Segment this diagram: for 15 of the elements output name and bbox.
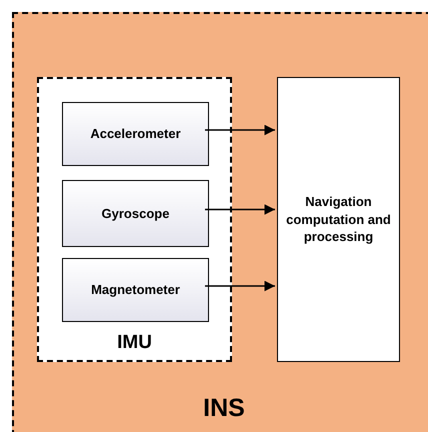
group-title: IMU [117, 332, 152, 354]
system-box [12, 12, 428, 432]
system-title: INS [203, 394, 245, 423]
arrow [205, 204, 275, 215]
sensor-box [62, 102, 209, 166]
sensor-label: Gyroscope [100, 204, 170, 222]
group-box [37, 77, 232, 362]
process-box [277, 77, 400, 362]
sensor-box [62, 258, 209, 322]
sensor-label: Accelerometer [89, 125, 182, 143]
sensor-box [62, 180, 209, 247]
process-label: Navigation computation and processing [285, 193, 392, 246]
arrow [205, 124, 275, 136]
arrow [205, 280, 275, 292]
sensor-label: Magnetometer [90, 281, 181, 299]
